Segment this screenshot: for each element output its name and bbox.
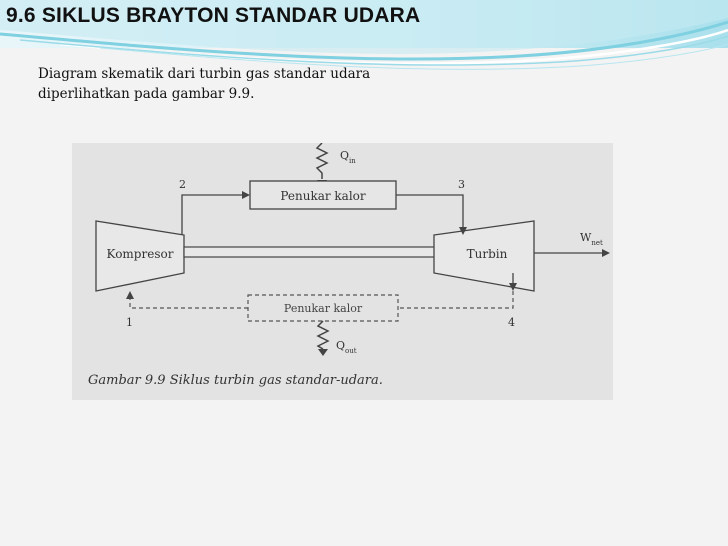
w-net-arrowhead xyxy=(602,249,610,257)
brayton-cycle-diagram: Qin Penukar kalor Kompresor Turbin Wnet … xyxy=(72,143,613,400)
body-line-2: diperlihatkan pada gambar 9.9. xyxy=(38,86,255,102)
turbine xyxy=(433,220,535,292)
flow-line-4 xyxy=(398,291,514,309)
flow-line-2 xyxy=(181,194,242,235)
title-banner xyxy=(0,0,728,70)
shaft xyxy=(183,246,437,258)
flow-arrow-1 xyxy=(126,291,134,299)
flow-arrow-2 xyxy=(242,191,250,199)
slide-title: 9.6 SIKLUS BRAYTON STANDAR UDARA xyxy=(6,4,421,27)
flow-line-3 xyxy=(396,194,464,227)
state-2-label: 2 xyxy=(179,178,186,191)
compressor xyxy=(95,220,185,292)
q-in-label: Qin xyxy=(340,149,356,165)
body-line-1: Diagram skematik dari turbin gas standar… xyxy=(38,66,371,82)
state-4-label: 4 xyxy=(508,316,515,329)
slide-body: Diagram skematik dari turbin gas standar… xyxy=(38,64,370,104)
heat-out-arrowhead xyxy=(318,349,328,356)
compressor-label: Kompresor xyxy=(107,247,174,261)
q-out-label: Qout xyxy=(336,339,357,355)
heat-in-squiggle xyxy=(315,143,329,179)
heat-exchanger-bottom-label: Penukar kalor xyxy=(284,302,363,315)
heat-out-squiggle xyxy=(316,320,330,350)
flow-arrow-4 xyxy=(509,283,517,291)
state-3-label: 3 xyxy=(458,178,465,191)
state-1-label: 1 xyxy=(126,316,133,329)
heat-exchanger-top-label: Penukar kalor xyxy=(280,189,366,203)
flow-arrow-3 xyxy=(459,227,467,235)
figure-caption: Gambar 9.9 Siklus turbin gas standar-uda… xyxy=(88,373,383,388)
w-net-label: Wnet xyxy=(580,231,603,247)
turbine-label: Turbin xyxy=(467,247,508,261)
